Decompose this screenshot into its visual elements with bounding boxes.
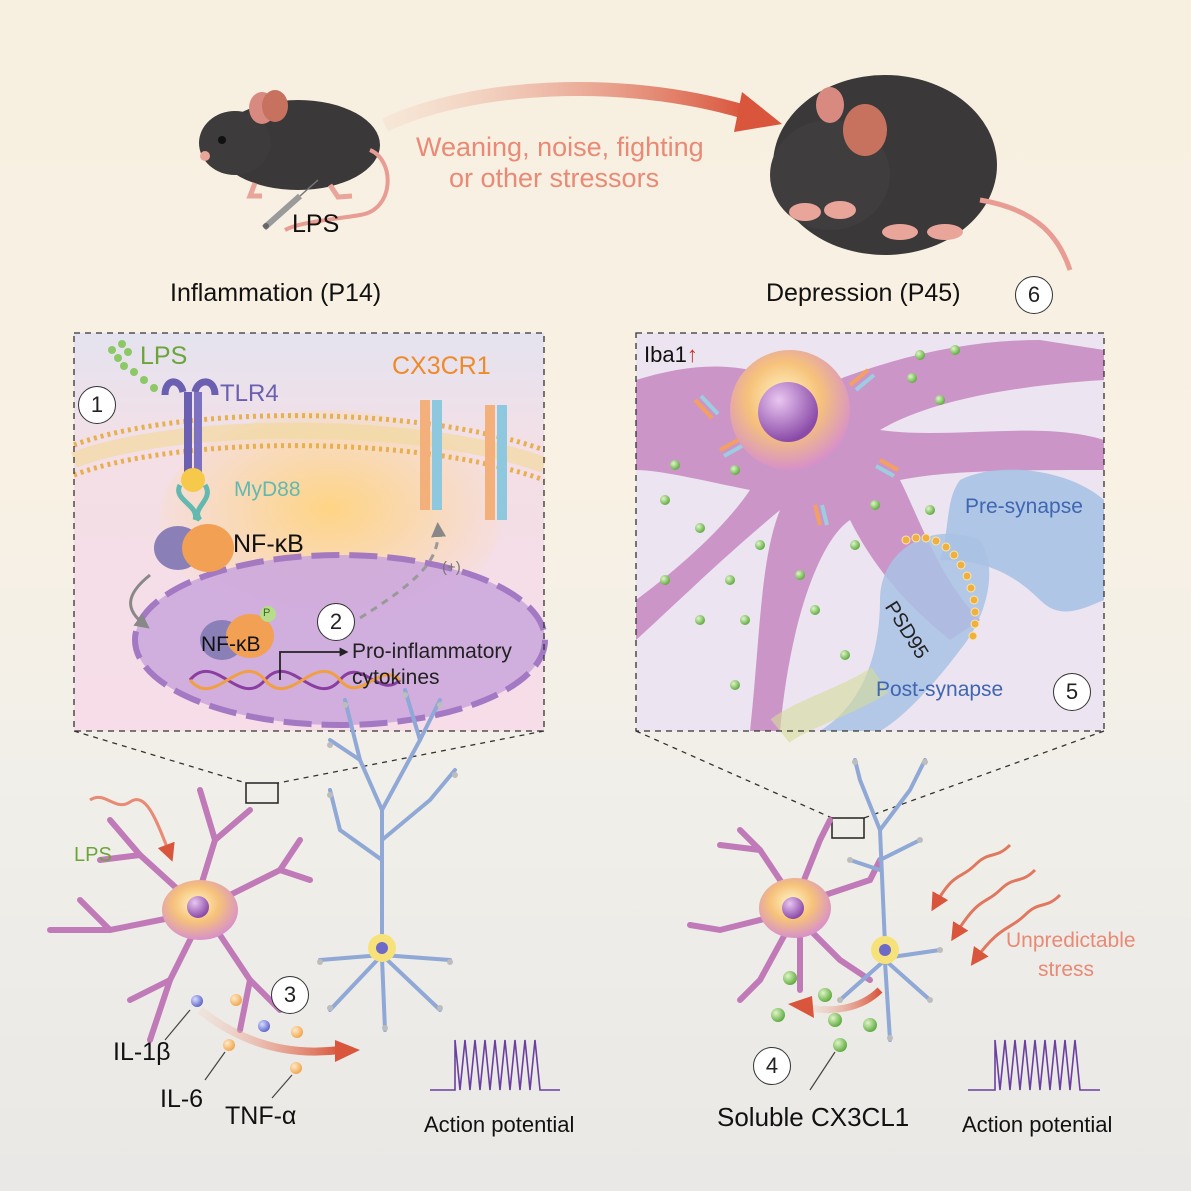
depression-title: Depression (P45) — [766, 279, 961, 307]
left-action-potential-trace — [430, 1039, 560, 1091]
bottom-lps-label: LPS — [74, 844, 112, 866]
step-5-badge: 5 — [1053, 673, 1091, 711]
right-neuron-spines — [837, 759, 943, 1041]
iba1-text: Iba1 — [644, 342, 687, 367]
right-action-potential-label: Action potential — [962, 1112, 1113, 1137]
left-action-potential-label: Action potential — [424, 1112, 575, 1137]
nfkb-nucleus-label: NF-κB — [201, 633, 261, 656]
stressors-line-2: or other stressors — [449, 163, 660, 193]
tlr4-label: TLR4 — [220, 380, 279, 407]
step-2-badge: 2 — [317, 603, 355, 641]
step-1-badge: 1 — [78, 386, 116, 424]
post-synapse-label: Post-synapse — [876, 678, 1004, 701]
step-4-badge: 4 — [753, 1047, 791, 1085]
zoom-box-right — [831, 817, 865, 839]
stress-wave-arrows — [931, 843, 1062, 966]
cx3cr1-receptor-icon — [420, 400, 507, 520]
left-microglia — [47, 787, 313, 1043]
pro-inflammatory-line-2: cytokines — [352, 666, 440, 689]
step-6-badge: 6 — [1015, 276, 1053, 314]
soluble-cx3cl1-label: Soluble CX3CL1 — [717, 1102, 910, 1132]
nfkb-label: NF-κB — [233, 530, 304, 558]
iba1-label: Iba1↑ — [644, 344, 698, 366]
plus-label: (+) — [442, 559, 461, 576]
il1b-label: IL-1β — [113, 1038, 171, 1066]
stressors-line-1: Weaning, noise, fighting — [416, 132, 704, 162]
zoom-box-left — [245, 782, 279, 804]
right-action-potential-trace — [968, 1039, 1100, 1091]
myd88-label: MyD88 — [234, 478, 301, 501]
progression-arrowhead — [734, 92, 782, 132]
il6-label: IL-6 — [160, 1085, 204, 1113]
right-neuron — [838, 758, 942, 1042]
left-neuron-spines — [317, 692, 458, 1031]
phospho-icon — [260, 606, 276, 622]
progression-arrow — [382, 82, 747, 132]
pre-synapse-label: Pre-synapse — [965, 495, 1083, 518]
cx3cr1-label: CX3CR1 — [392, 352, 491, 380]
small-mouse-icon — [199, 90, 390, 232]
phospho-label: P — [263, 607, 271, 619]
lps-wave-arrow — [89, 796, 175, 862]
inset-lps-label: LPS — [140, 342, 188, 370]
pro-inflammatory-line-1: Pro-inflammatory — [352, 640, 512, 663]
tnfa-label: TNF-α — [225, 1102, 297, 1130]
syringe-icon — [262, 179, 319, 231]
unpredictable-line-1: Unpredictable — [1006, 929, 1136, 952]
lps-injection-label: LPS — [292, 210, 340, 238]
pre-synapse-shape — [940, 469, 1104, 612]
unpredictable-line-2: stress — [1038, 958, 1095, 981]
left-inset — [71, 332, 548, 732]
step-3-badge: 3 — [271, 976, 309, 1014]
large-mouse-icon — [770, 75, 1073, 271]
zoom-lines — [73, 730, 1105, 819]
inflammation-title: Inflammation (P14) — [170, 279, 382, 307]
up-arrow-icon: ↑ — [686, 342, 698, 367]
myd88-icon — [176, 483, 210, 522]
right-inset — [635, 332, 1105, 744]
tlr4-receptor-icon — [161, 378, 219, 492]
left-neuron — [318, 688, 457, 1032]
post-synapse-shape — [820, 533, 990, 731]
lps-molecule-icon — [108, 340, 158, 392]
